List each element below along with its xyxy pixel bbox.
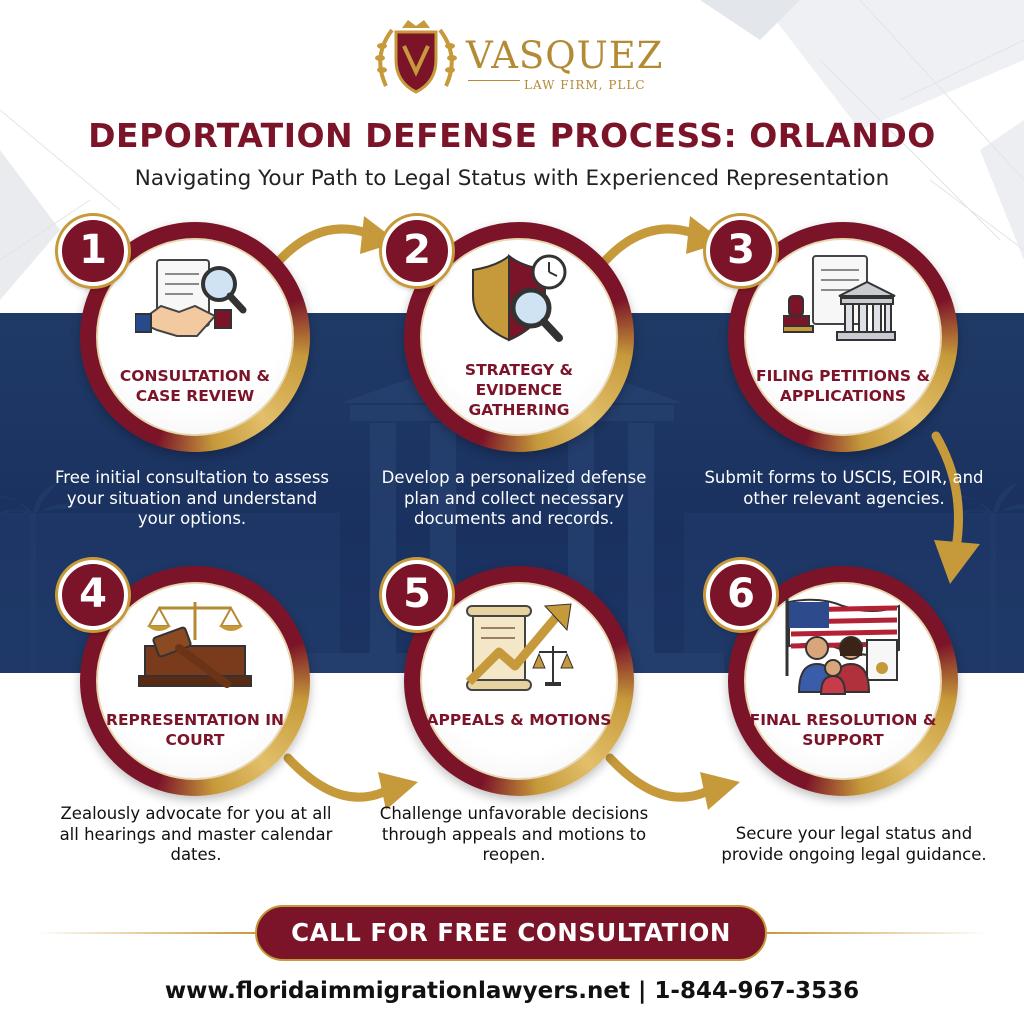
step-number-badge: 2: [382, 216, 452, 286]
firm-subtitle: LAW FIRM, PLLC: [524, 78, 646, 92]
firm-logo: VASQUEZ LAW FIRM, PLLC: [372, 16, 664, 102]
crest-icon: [375, 20, 457, 94]
handshake-magnifier-icon: [135, 259, 247, 337]
step-1-description: Free initial consultation to assess your…: [54, 468, 330, 528]
step-number-badge: 5: [382, 560, 452, 630]
step-4-representation: REPRESENTATION IN COURT 4: [58, 560, 310, 796]
step-3-description: Submit forms to USCIS, EOIR, and other r…: [704, 468, 984, 508]
step-number-badge: 6: [706, 560, 776, 630]
step-4-description: Zealously advocate for you at all all he…: [59, 804, 333, 864]
arrow-5-to-6: [605, 753, 740, 810]
arrow-3-to-6: [931, 431, 980, 584]
free-consultation-button[interactable]: CALL FOR FREE CONSULTATION: [255, 905, 767, 961]
firm-name: VASQUEZ: [466, 34, 664, 77]
step-number-badge: 1: [58, 216, 128, 286]
page-subtitle: Navigating Your Path to Legal Status wit…: [134, 166, 890, 191]
step-label: STRATEGY & EVIDENCE GATHERING: [464, 361, 574, 419]
step-5-description: Challenge unfavorable decisions through …: [379, 804, 649, 864]
scroll-arrow-scales-icon: [465, 603, 574, 691]
step-number-badge: 4: [58, 560, 128, 630]
step-6-resolution: FINAL RESOLUTION & SUPPORT 6: [706, 560, 958, 796]
arrow-4-to-5: [283, 753, 418, 810]
step-number-badge: 3: [706, 216, 776, 286]
step-2-description: Develop a personalized defense plan and …: [381, 468, 647, 528]
logo-divider: [468, 80, 520, 81]
gavel-scales-icon: [138, 602, 252, 688]
step-label: FILING PETITIONS & APPLICATIONS: [756, 367, 930, 405]
step-2-strategy: STRATEGY & EVIDENCE GATHERING 2: [382, 216, 634, 452]
contact-info: www.floridaimmigrationlawyers.net | 1-84…: [164, 978, 860, 1004]
step-6-description: Secure your legal status and provide ong…: [721, 824, 987, 864]
step-label: FINAL RESOLUTION & SUPPORT: [749, 711, 937, 749]
shield-clock-magnifier-icon: [472, 253, 567, 342]
stamp-courthouse-icon: [783, 255, 896, 341]
flag-family-certificate-icon: [785, 598, 900, 695]
page-title: DEPORTATION DEFENSE PROCESS: ORLANDO: [88, 116, 936, 155]
step-label: APPEALS & MOTIONS: [426, 711, 612, 729]
step-1-consultation: CONSULTATION & CASE REVIEW 1: [58, 216, 310, 452]
step-5-appeals: APPEALS & MOTIONS 5: [382, 560, 634, 796]
step-label: CONSULTATION & CASE REVIEW: [119, 367, 271, 405]
cta-divider-right: [767, 932, 987, 934]
cta-divider-left: [36, 932, 256, 934]
step-3-filing: FILING PETITIONS & APPLICATIONS 3: [706, 216, 958, 452]
step-label: REPRESENTATION IN COURT: [106, 711, 284, 749]
